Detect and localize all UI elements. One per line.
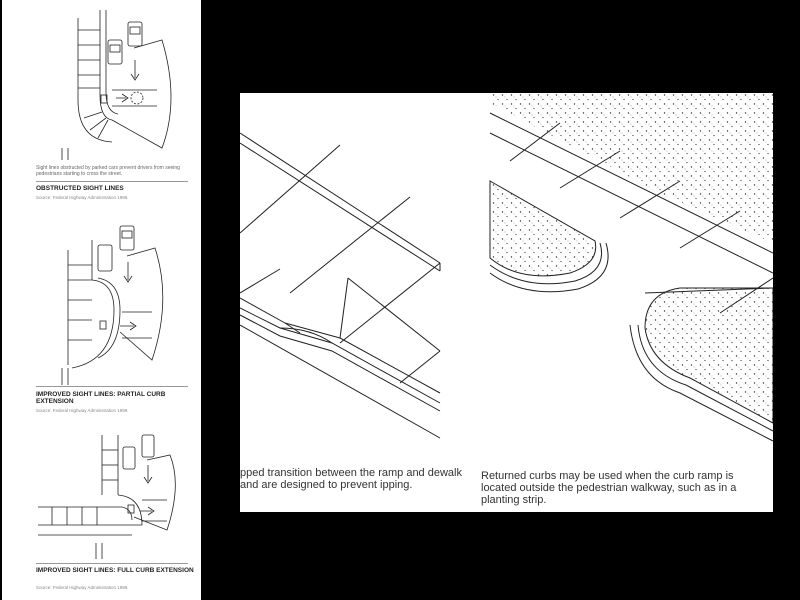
partial-curb-extension-diagram xyxy=(61,225,164,385)
figure-title: IMPROVED SIGHT LINES: FULL CURB EXTENSIO… xyxy=(36,567,194,574)
ramp-caption: pped transition between the ramp and dew… xyxy=(240,467,462,491)
caption-divider xyxy=(36,563,188,564)
caption-divider xyxy=(36,181,188,182)
returned-curb-caption: Returned curbs may be used when the curb… xyxy=(481,470,737,506)
full-curb-extension-diagram xyxy=(38,434,176,559)
obstructed-sight-lines-diagram xyxy=(61,10,172,160)
figure-title: IMPROVED SIGHT LINES: PARTIAL CURB EXTEN… xyxy=(36,391,166,405)
curb-ramp-illustrations xyxy=(240,93,773,442)
figure-caption: Sight lines obstructed by parked cars pr… xyxy=(36,165,180,177)
figure-title: OBSTRUCTED SIGHT LINES xyxy=(36,185,124,192)
right-page-panel: pped transition between the ramp and dew… xyxy=(240,93,773,512)
figure-source: Source: Federal Highway Administration 1… xyxy=(36,408,129,413)
ramp-sidewalk-illustration xyxy=(240,132,441,439)
left-page-panel: Sight lines obstructed by parked cars pr… xyxy=(2,0,201,600)
caption-divider xyxy=(36,386,188,387)
figure-source: Source: Federal Highway Administration 1… xyxy=(36,195,129,200)
returned-curb-illustration xyxy=(489,93,773,442)
figure-source: Source: Federal Highway Administration 1… xyxy=(36,585,129,590)
